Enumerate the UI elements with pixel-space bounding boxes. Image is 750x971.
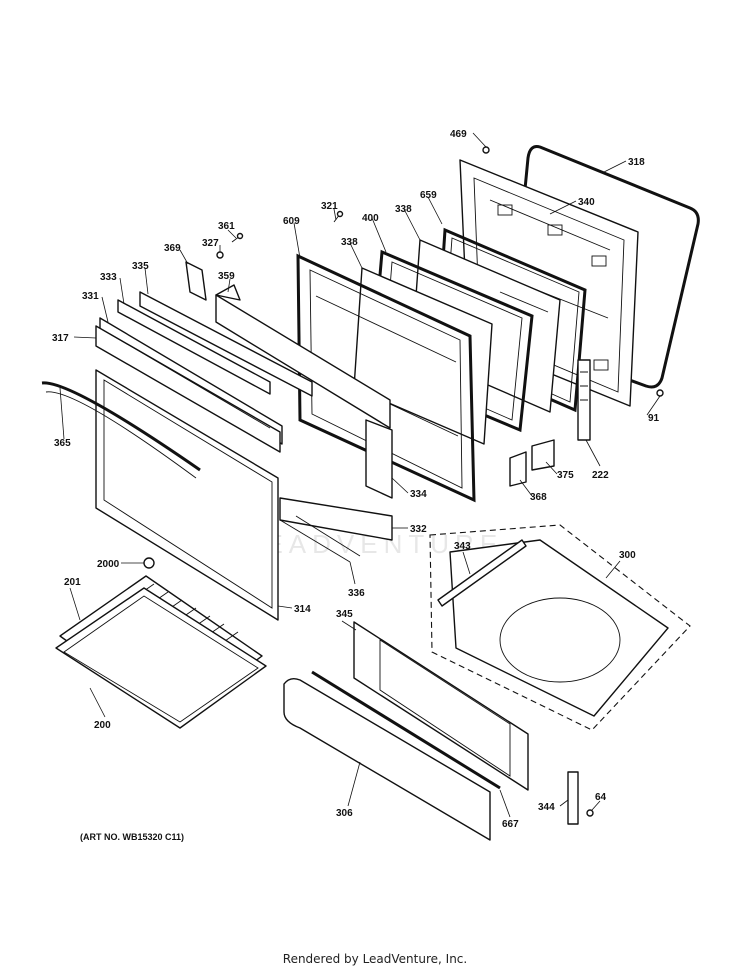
callout-344: 344	[538, 802, 555, 813]
door-trim-333	[215, 284, 391, 429]
callout-369: 369	[164, 243, 181, 254]
screw-91	[656, 389, 664, 397]
callout-469: 469	[450, 129, 467, 140]
drawer-panel-345	[353, 621, 529, 791]
footer-credit: Rendered by LeadVenture, Inc.	[282, 952, 468, 966]
art-number: (ART NO. WB15320 C11)	[80, 832, 184, 842]
callout-365: 365	[54, 438, 71, 449]
drawer-slide-344	[567, 771, 579, 825]
callout-91: 91	[648, 413, 660, 424]
callout-2000: 2000	[97, 559, 120, 570]
callout-667: 667	[502, 819, 519, 830]
callout-317: 317	[52, 333, 69, 344]
callout-338-mid: 338	[341, 237, 358, 248]
drawer-assembly-300	[429, 524, 691, 731]
hinge-bracket-369	[185, 261, 207, 301]
callout-609: 609	[283, 216, 300, 227]
callout-359: 333	[100, 272, 117, 283]
drawer-rail-343	[437, 539, 527, 607]
door-vent-trim-317	[95, 325, 281, 453]
callout-659: 659	[420, 190, 437, 201]
door-gasket-318	[510, 145, 700, 389]
component-2000	[143, 557, 155, 569]
callout-340: 340	[578, 197, 595, 208]
door-strip-336	[279, 515, 361, 563]
callout-400: 400	[362, 213, 379, 224]
callout-334: 334	[410, 489, 427, 500]
callout-368: 368	[530, 492, 547, 503]
leader-lines	[59, 132, 661, 818]
callout-327: 327	[202, 238, 219, 249]
callout-338-top: 338	[395, 204, 412, 215]
hinge-receptacle-368	[509, 451, 527, 487]
screw-321	[333, 210, 344, 223]
callout-375: 375	[557, 470, 574, 481]
door-hinge-222	[577, 359, 591, 441]
callout-labels: 469 318 340 659 338 400 321 609 338 361 …	[52, 129, 660, 830]
callout-332: 332	[410, 524, 427, 535]
drawer-gasket-667	[311, 670, 501, 790]
callout-331: 331	[82, 291, 99, 302]
door-strip-359	[117, 299, 271, 395]
screw-361	[231, 232, 244, 243]
hinge-bracket-375	[531, 439, 555, 471]
callout-64: 64	[595, 792, 607, 803]
door-handle-365	[41, 381, 201, 479]
door-trim-332	[279, 497, 393, 541]
door-trim-334	[365, 419, 393, 499]
rack-support-200	[55, 587, 267, 729]
callout-343: 343	[454, 541, 471, 552]
screw-327	[216, 251, 224, 259]
callout-335: 335	[132, 261, 149, 272]
callout-201: 201	[64, 577, 81, 588]
callout-306: 306	[336, 808, 353, 819]
callout-321: 321	[321, 201, 338, 212]
callout-318: 318	[628, 157, 645, 168]
callout-345: 345	[336, 609, 353, 620]
screw-64	[586, 809, 594, 817]
vent-channel-335	[139, 291, 313, 397]
callout-222: 222	[592, 470, 609, 481]
drawer-front-306	[283, 677, 491, 841]
callout-361: 361	[218, 221, 235, 232]
callout-333: 359	[218, 271, 235, 282]
callout-314: 314	[294, 604, 311, 615]
callout-300: 300	[619, 550, 636, 561]
callout-200: 200	[94, 720, 111, 731]
screw-469	[482, 146, 490, 154]
callout-336: 336	[348, 588, 365, 599]
